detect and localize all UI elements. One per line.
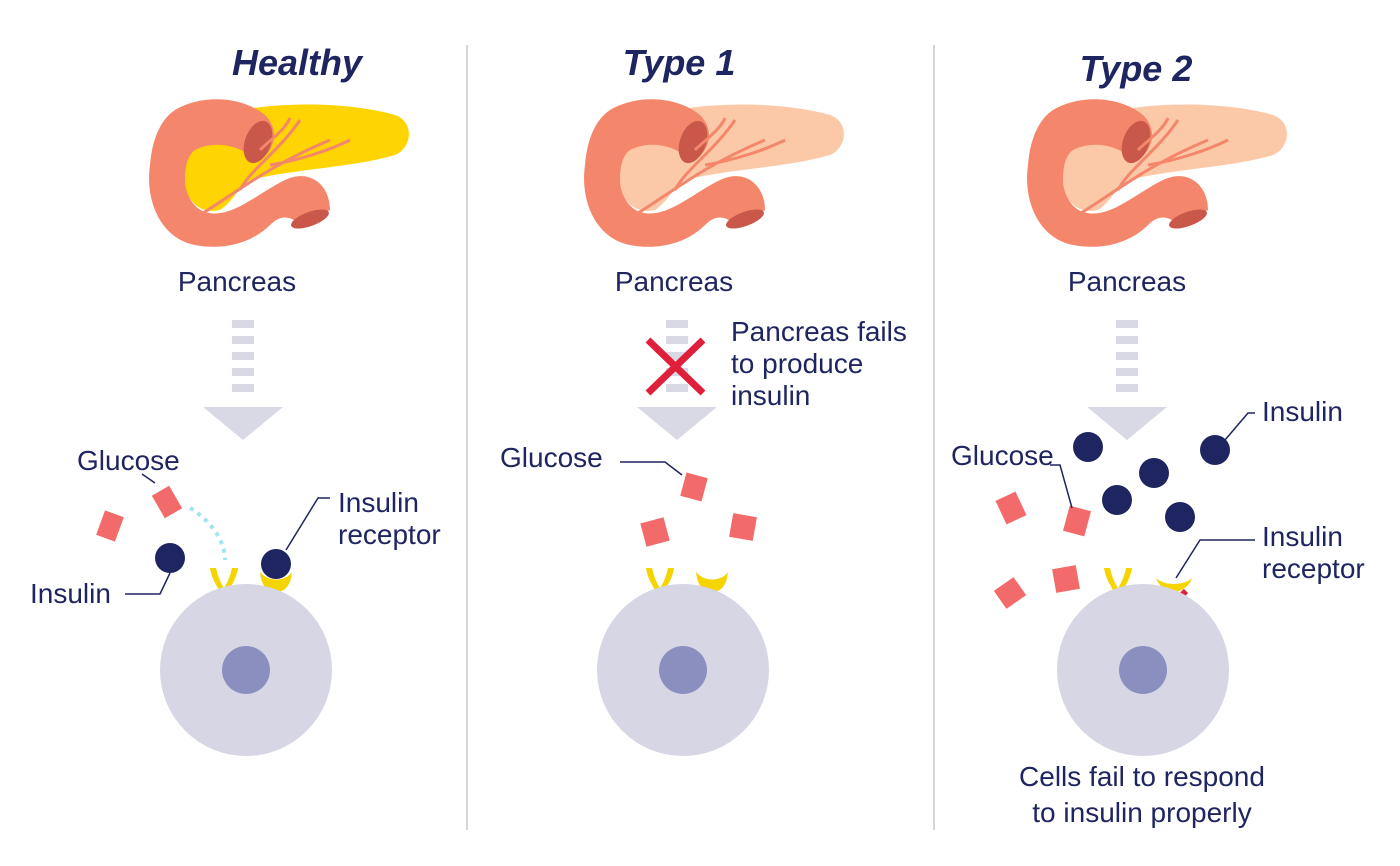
pancreas-label: Pancreas (177, 266, 297, 297)
insulin-molecule (1073, 432, 1103, 462)
pancreas-type1 (584, 99, 844, 247)
fail-label-line3: insulin (731, 380, 811, 411)
insulin-molecule (1102, 485, 1132, 515)
cell-nucleus (1119, 646, 1167, 694)
pancreas-type2 (1027, 99, 1287, 247)
cell-nucleus (659, 646, 707, 694)
receptor-label-line1: Insulin (338, 487, 419, 518)
receptor-label-line1: Insulin (1262, 521, 1343, 552)
glucose-label: Glucose (77, 445, 180, 476)
caption-line2: to insulin properly (1032, 797, 1252, 828)
glucose-leader-line (141, 473, 156, 484)
panel-title: Type 1 (622, 42, 736, 83)
panel-title: Healthy (231, 42, 363, 83)
insulin-molecule (1200, 435, 1230, 465)
glucose-label: Glucose (951, 440, 1054, 471)
glucose-molecule (995, 491, 1027, 525)
glucose-molecule (1052, 565, 1080, 593)
arrow-down-type1 (637, 320, 717, 440)
glucose-molecule (680, 472, 708, 502)
pancreas-healthy (149, 99, 409, 247)
insulin-molecule (1165, 502, 1195, 532)
insulin-molecule (1139, 458, 1169, 488)
glucose-molecule (729, 513, 757, 541)
panel-title: Type 2 (1079, 48, 1193, 89)
glucose-leader-line (1050, 464, 1073, 509)
fail-label-line2: to produce (731, 348, 864, 379)
arrow-down-type2 (1087, 320, 1167, 440)
insulin-molecule (155, 543, 185, 573)
receptor-empty (696, 572, 728, 604)
glucose-molecule (96, 510, 124, 542)
insulin-leader-line (1224, 412, 1255, 441)
glucose-leader-line (620, 461, 683, 476)
insulin-label: Insulin (30, 578, 111, 609)
receptor-label-line2: receptor (338, 519, 441, 550)
receptor-leader-line (285, 497, 330, 551)
arrow-down-healthy (203, 320, 283, 440)
fail-label-line1: Pancreas fails (731, 316, 907, 347)
cross-icon (645, 337, 706, 396)
glucose-molecule (1063, 505, 1091, 537)
pancreas-label: Pancreas (1067, 266, 1187, 297)
glucose-molecule (993, 577, 1027, 609)
glucose-molecule (151, 485, 183, 519)
glucose-label: Glucose (500, 442, 603, 473)
glucose-molecule (640, 517, 670, 547)
insulin-label: Insulin (1262, 396, 1343, 427)
insulin-leader-line (125, 572, 171, 595)
receptor-label-line2: receptor (1262, 553, 1365, 584)
pancreas-label: Pancreas (614, 266, 734, 297)
receptor-leader-line (1175, 539, 1255, 579)
dotted-path (188, 506, 227, 561)
cell-nucleus (222, 646, 270, 694)
caption-line1: Cells fail to respond (1019, 761, 1265, 792)
